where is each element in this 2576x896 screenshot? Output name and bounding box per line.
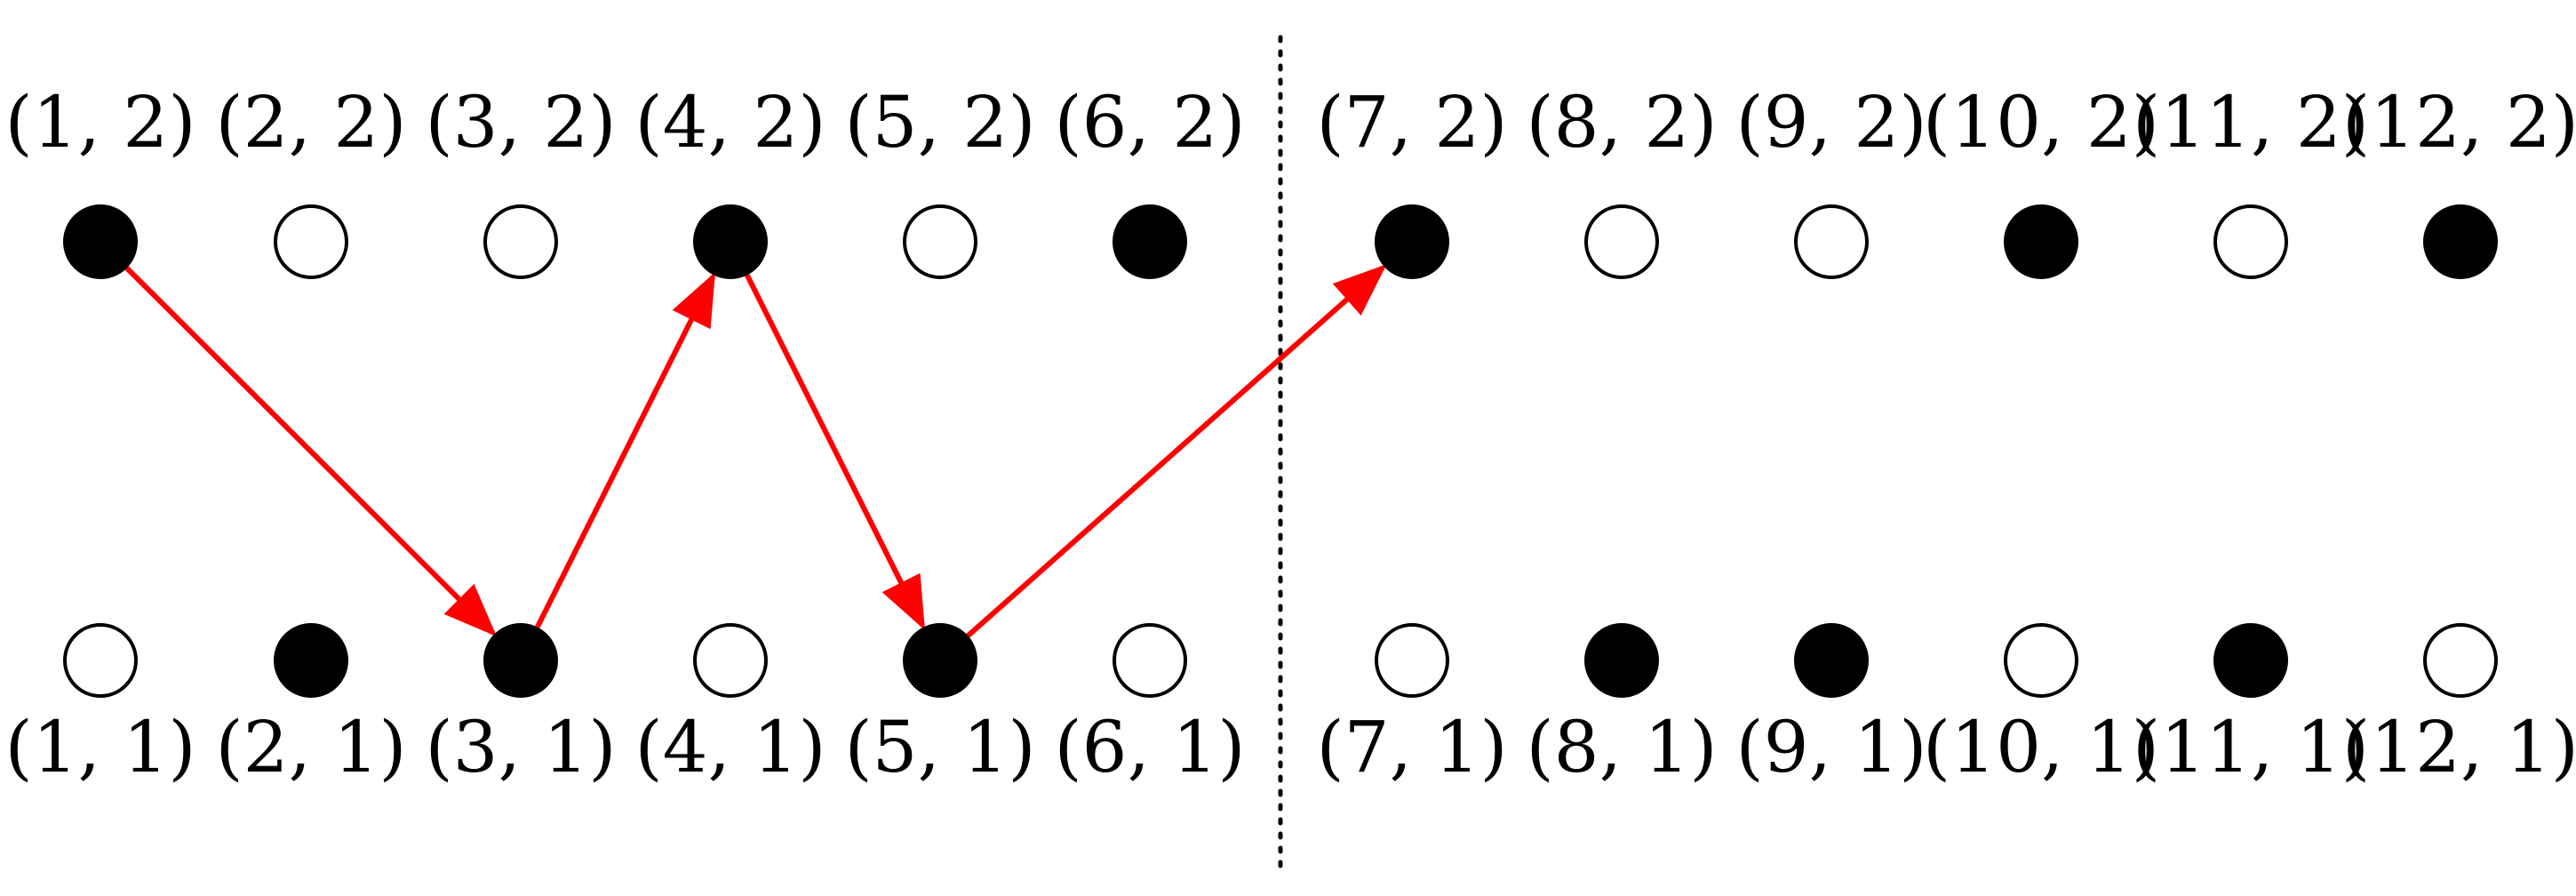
path-arrows	[124, 264, 1387, 638]
node-label: (6, 1)	[1054, 706, 1245, 788]
empty-node	[2423, 623, 2498, 698]
filled-node	[1584, 623, 1659, 698]
empty-node	[1584, 204, 1659, 279]
node-label: (2, 2)	[215, 81, 406, 164]
node-label: (12, 2)	[2342, 81, 2576, 164]
empty-node	[1113, 623, 1187, 698]
filled-node	[903, 623, 977, 698]
node-label: (10, 2)	[1923, 81, 2159, 164]
node-label: (9, 1)	[1735, 706, 1926, 788]
node-label: (7, 1)	[1316, 706, 1507, 788]
node-label: (11, 2)	[2133, 81, 2369, 164]
path-arrow	[124, 266, 498, 637]
filled-node	[2004, 204, 2078, 279]
node-label: (2, 1)	[215, 706, 406, 788]
node-label: (5, 1)	[844, 706, 1035, 788]
filled-node	[1375, 204, 1449, 279]
empty-node	[63, 623, 138, 698]
filled-node	[1794, 623, 1869, 698]
filled-node	[63, 204, 138, 279]
node-label: (8, 1)	[1526, 706, 1717, 788]
node-label: (4, 2)	[634, 81, 825, 164]
empty-node	[1375, 623, 1449, 698]
empty-node	[274, 204, 348, 279]
empty-node	[2213, 204, 2288, 279]
empty-node	[693, 623, 768, 698]
node-label: (12, 1)	[2342, 706, 2576, 788]
filled-node	[483, 623, 558, 698]
filled-node	[2213, 623, 2288, 698]
path-arrow	[966, 264, 1387, 638]
node-label: (1, 1)	[4, 706, 195, 788]
node-label: (4, 1)	[634, 706, 825, 788]
empty-node	[1794, 204, 1869, 279]
filled-node	[274, 623, 348, 698]
node-label: (11, 1)	[2133, 706, 2369, 788]
node-label: (10, 1)	[1923, 706, 2159, 788]
node-label: (7, 2)	[1316, 81, 1507, 164]
filled-node	[1113, 204, 1187, 279]
node-label: (8, 2)	[1526, 81, 1717, 164]
empty-node	[2004, 623, 2078, 698]
node-label: (3, 2)	[425, 81, 616, 164]
path-arrow	[535, 271, 715, 628]
node-labels: (1, 2)(2, 2)(3, 2)(4, 2)(5, 2)(6, 2) (7, …	[4, 81, 2576, 788]
node-label: (9, 2)	[1735, 81, 1926, 164]
path-arrow	[745, 274, 925, 631]
node-label: (3, 1)	[425, 706, 616, 788]
nodes	[63, 204, 2498, 698]
filled-node	[693, 204, 768, 279]
empty-node	[903, 204, 977, 279]
node-label: (6, 2)	[1054, 81, 1245, 164]
empty-node	[483, 204, 558, 279]
node-label: (5, 2)	[844, 81, 1035, 164]
node-label: (1, 2)	[4, 81, 195, 164]
filled-node	[2423, 204, 2498, 279]
